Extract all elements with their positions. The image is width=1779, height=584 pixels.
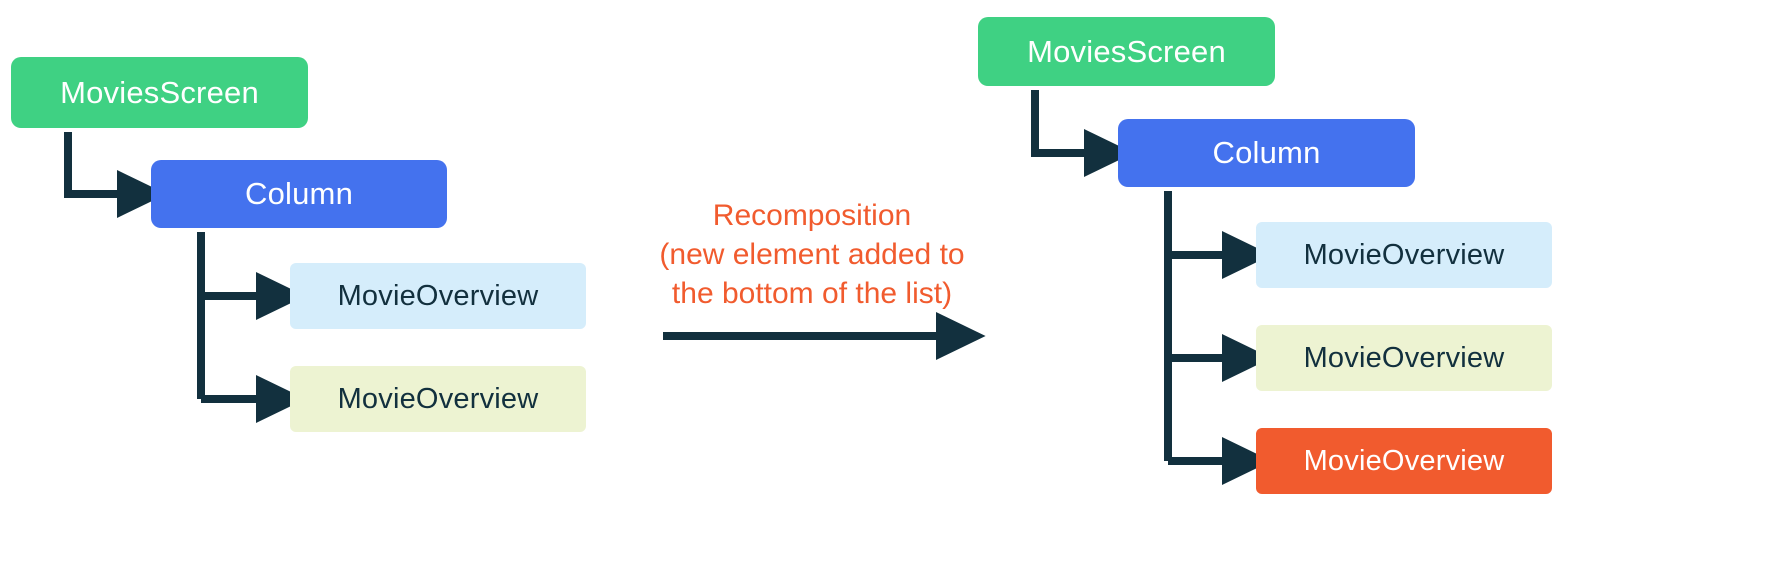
node-label: MovieOverview — [337, 279, 539, 312]
before-node-column: Column — [151, 160, 447, 228]
before-node-movies-screen: MoviesScreen — [11, 57, 308, 128]
node-label: Column — [1212, 135, 1321, 170]
node-label: MovieOverview — [1303, 238, 1505, 271]
node-label: MoviesScreen — [1027, 33, 1226, 69]
after-node-movies-screen: MoviesScreen — [978, 17, 1275, 86]
edge-right-moviesscreen-to-column — [1031, 90, 1134, 177]
node-label: MoviesScreen — [60, 74, 259, 110]
after-node-column: Column — [1118, 119, 1415, 187]
node-label: MovieOverview — [337, 382, 539, 415]
edge-left-moviesscreen-to-column — [64, 132, 167, 218]
node-label: MovieOverview — [1303, 341, 1505, 374]
after-node-movie-overview-3-new: MovieOverview — [1256, 428, 1552, 494]
node-label: MovieOverview — [1303, 444, 1505, 477]
before-node-movie-overview-2: MovieOverview — [290, 366, 586, 432]
recomposition-annotation: Recomposition (new element added to the … — [659, 199, 965, 310]
after-node-movie-overview-1: MovieOverview — [1256, 222, 1552, 288]
after-node-movie-overview-2: MovieOverview — [1256, 325, 1552, 391]
before-node-movie-overview-1: MovieOverview — [290, 263, 586, 329]
node-label: Column — [244, 176, 354, 211]
